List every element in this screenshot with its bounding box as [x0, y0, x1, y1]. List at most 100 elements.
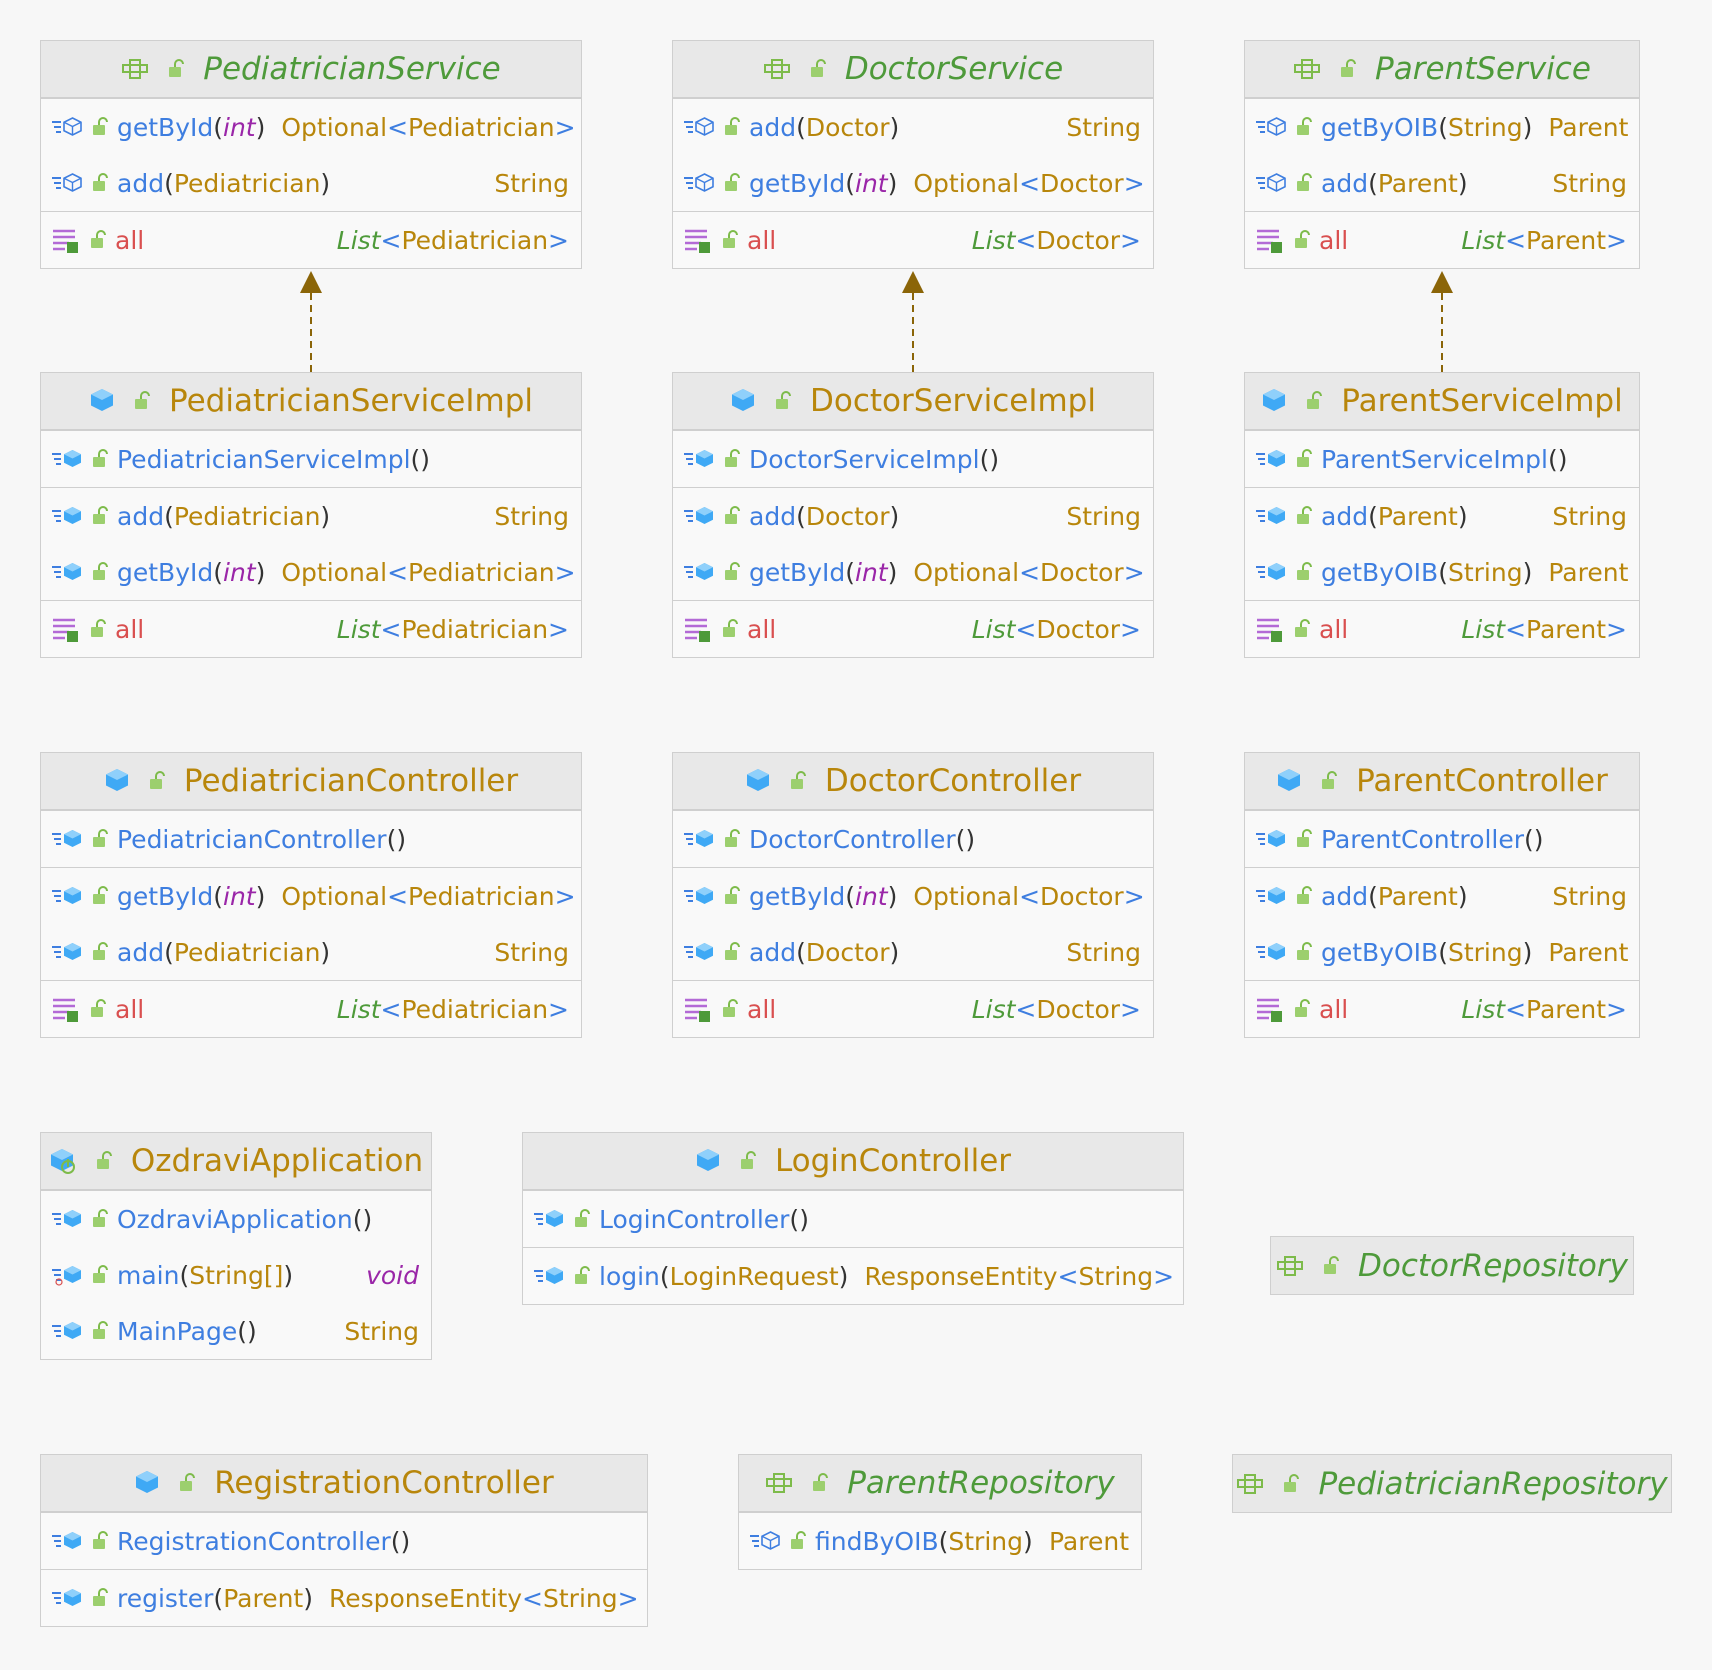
method-row[interactable]: LoginController(): [523, 1191, 1183, 1247]
paren: ): [320, 937, 331, 967]
method-row[interactable]: add(Pediatrician)String: [41, 155, 581, 211]
arrow-head: [300, 271, 322, 293]
method-row[interactable]: add(Pediatrician)String: [41, 488, 581, 544]
ozdravi-application-header[interactable]: OzdraviApplication: [41, 1133, 431, 1190]
method-row[interactable]: add(Pediatrician)String: [41, 924, 581, 980]
method-row[interactable]: PediatricianController(): [41, 811, 581, 867]
login-controller-box[interactable]: LoginController LoginController() login(…: [522, 1132, 1184, 1305]
doctor-service-header[interactable]: DoctorService: [673, 41, 1153, 98]
method-row[interactable]: register(Parent)ResponseEntity<String>: [41, 1570, 647, 1626]
method-row[interactable]: add(Parent)String: [1245, 155, 1639, 211]
param-type: Doctor: [805, 501, 890, 531]
ozdravi-application-box[interactable]: OzdraviApplication OzdraviApplication() …: [40, 1132, 432, 1360]
doctor-service-impl-header[interactable]: DoctorServiceImpl: [673, 373, 1153, 430]
class-title: DoctorRepository: [1358, 1247, 1628, 1284]
doctor-service-impl-box[interactable]: DoctorServiceImpl DoctorServiceImpl() ad…: [672, 372, 1154, 658]
unlocked-icon: [91, 173, 109, 193]
parent-repository-box[interactable]: ParentRepository findByOIB(String)Parent: [738, 1454, 1142, 1570]
doctor-repository-header[interactable]: DoctorRepository: [1271, 1237, 1633, 1294]
parent-repository-header[interactable]: ParentRepository: [739, 1455, 1141, 1512]
method-row[interactable]: add(Doctor)String: [673, 924, 1153, 980]
interface-icon: [763, 58, 791, 80]
doctor-repository-box[interactable]: DoctorRepository: [1270, 1236, 1634, 1295]
type-argument: Pediatrician: [408, 557, 555, 587]
method-name: getByOIB: [1321, 557, 1439, 587]
angle-bracket: <: [387, 557, 409, 587]
method-row[interactable]: findByOIB(String)Parent: [739, 1513, 1141, 1569]
class-icon: [104, 768, 130, 794]
method-icon: [51, 1587, 83, 1609]
pediatrician-repository-header[interactable]: PediatricianRepository: [1233, 1455, 1671, 1512]
method-row[interactable]: MainPage()String: [41, 1303, 431, 1359]
method-row[interactable]: DoctorController(): [673, 811, 1153, 867]
method-row[interactable]: getById(int)Optional<Doctor>: [673, 868, 1153, 924]
parent-controller-box[interactable]: ParentController ParentController() add(…: [1244, 752, 1640, 1038]
return-type: Parent: [1548, 557, 1629, 587]
method-row[interactable]: getByOIB(String)Parent: [1245, 99, 1639, 155]
paren: (: [179, 1260, 190, 1290]
doctor-controller-box[interactable]: DoctorController DoctorController() getB…: [672, 752, 1154, 1038]
method-row[interactable]: getByOIB(String)Parent: [1245, 544, 1639, 600]
registration-controller-box[interactable]: RegistrationController RegistrationContr…: [40, 1454, 648, 1627]
method-icon: [51, 1208, 83, 1230]
pediatrician-service-header[interactable]: PediatricianService: [41, 41, 581, 98]
registration-controller-header[interactable]: RegistrationController: [41, 1455, 647, 1512]
pediatrician-controller-header[interactable]: PediatricianController: [41, 753, 581, 810]
param-type: String: [1447, 112, 1523, 142]
method-row[interactable]: getById(int)Optional<Doctor>: [673, 155, 1153, 211]
parent-service-box[interactable]: ParentService getByOIB(String)Parent add…: [1244, 40, 1640, 269]
parent-service-impl-header[interactable]: ParentServiceImpl: [1245, 373, 1639, 430]
method-row[interactable]: getByOIB(String)Parent: [1245, 924, 1639, 980]
class-icon: [1276, 768, 1302, 794]
member-section: add(Parent)String getByOIB(String)Parent: [1245, 867, 1639, 980]
doctor-controller-header[interactable]: DoctorController: [673, 753, 1153, 810]
doctor-service-box[interactable]: DoctorService add(Doctor)String getById(…: [672, 40, 1154, 269]
method-row[interactable]: getById(int)Optional<Pediatrician>: [41, 868, 581, 924]
pediatrician-service-box[interactable]: PediatricianService getById(int)Optional…: [40, 40, 582, 269]
interface-icon: [765, 1472, 793, 1494]
parent-service-impl-box[interactable]: ParentServiceImpl ParentServiceImpl() ad…: [1244, 372, 1640, 658]
parent-controller-header[interactable]: ParentController: [1245, 753, 1639, 810]
unlocked-icon: [1295, 829, 1313, 849]
method-row[interactable]: PediatricianServiceImpl(): [41, 431, 581, 487]
unlocked-icon: [721, 619, 739, 639]
method-row[interactable]: RegistrationController(): [41, 1513, 647, 1569]
method-row[interactable]: ParentController(): [1245, 811, 1639, 867]
method-row[interactable]: getById(int)Optional<Pediatrician>: [41, 99, 581, 155]
pediatrician-repository-box[interactable]: PediatricianRepository: [1232, 1454, 1672, 1513]
type-argument: Doctor: [1036, 225, 1121, 255]
parent-service-header[interactable]: ParentService: [1245, 41, 1639, 98]
pediatrician-service-impl-box[interactable]: PediatricianServiceImpl PediatricianServ…: [40, 372, 582, 658]
unlocked-icon: [789, 1531, 807, 1551]
method-row[interactable]: OzdraviApplication(): [41, 1191, 431, 1247]
method-row[interactable]: getById(int)Optional<Pediatrician>: [41, 544, 581, 600]
method-row[interactable]: add(Parent)String: [1245, 868, 1639, 924]
method-name: add: [117, 937, 165, 967]
unlocked-icon: [774, 391, 792, 411]
method-row[interactable]: add(Doctor)String: [673, 99, 1153, 155]
method-row[interactable]: getById(int)Optional<Doctor>: [673, 544, 1153, 600]
method-row[interactable]: main(String[])void: [41, 1247, 431, 1303]
method-row[interactable]: login(LoginRequest)ResponseEntity<String…: [523, 1248, 1183, 1304]
method-row[interactable]: add(Doctor)String: [673, 488, 1153, 544]
paren: ): [362, 1204, 373, 1234]
method-row[interactable]: ParentServiceImpl(): [1245, 431, 1639, 487]
method-row[interactable]: DoctorServiceImpl(): [673, 431, 1153, 487]
type-argument: Doctor: [1040, 557, 1124, 587]
method-icon: [1255, 885, 1287, 907]
pediatrician-controller-box[interactable]: PediatricianController PediatricianContr…: [40, 752, 582, 1038]
login-controller-header[interactable]: LoginController: [523, 1133, 1183, 1190]
pediatrician-service-impl-header[interactable]: PediatricianServiceImpl: [41, 373, 581, 430]
method-row[interactable]: add(Parent)String: [1245, 488, 1639, 544]
method-icon: [1255, 505, 1287, 527]
